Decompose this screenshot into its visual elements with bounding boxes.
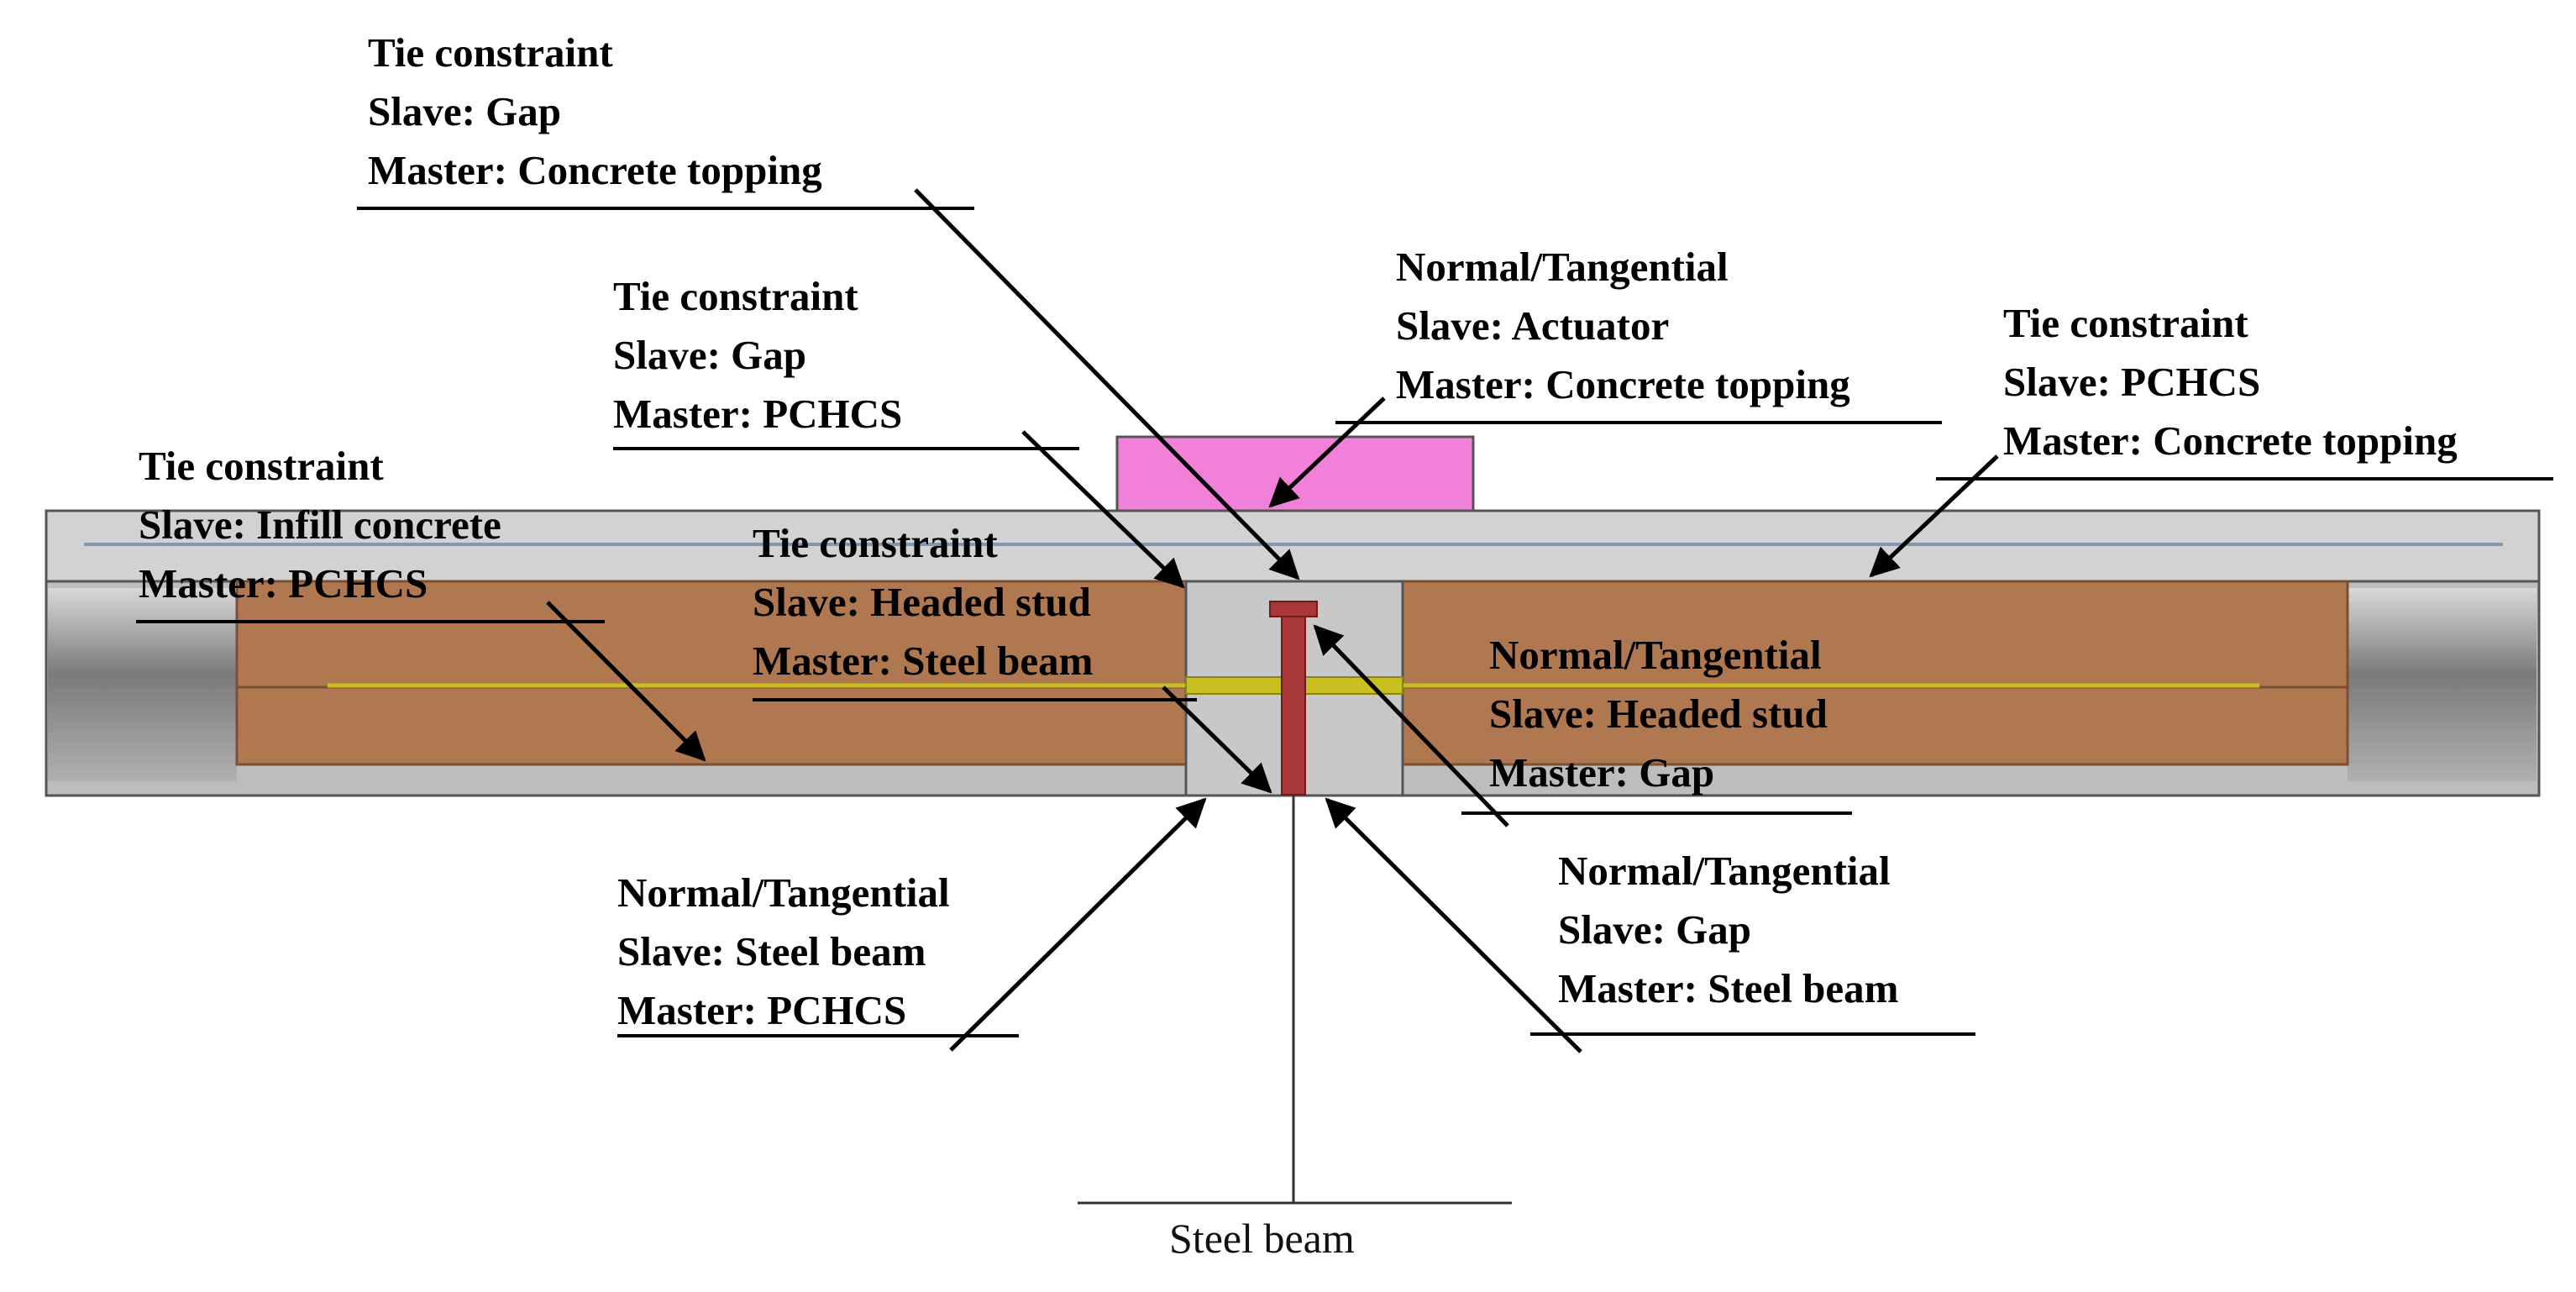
- annotation-line: Slave: Gap: [1558, 906, 1752, 953]
- annotation-stud-beam-tie: Tie constraint Slave: Headed stud Master…: [753, 514, 1093, 691]
- pchcs-right: [1401, 580, 2349, 766]
- annotation-line: Master: Concrete topping: [368, 147, 822, 193]
- annotation-line: Normal/Tangential: [1558, 848, 1891, 894]
- pchcs-left: [235, 580, 1188, 766]
- annotation-line: Slave: Gap: [613, 332, 807, 378]
- annotation-line: Master: Gap: [1489, 749, 1715, 796]
- annotation-line: Master: PCHCS: [617, 987, 907, 1033]
- annotation-line: Slave: Headed stud: [753, 579, 1091, 625]
- arrow-7: [1313, 624, 1509, 827]
- annotation-gap-pchcs-tie: Tie constraint Slave: Gap Master: PCHCS: [613, 267, 902, 444]
- arrow-4: [1869, 454, 1999, 578]
- annotation-line: Master: Concrete topping: [1396, 361, 1850, 407]
- arrow-1: [914, 188, 1300, 580]
- annotation-line: Master: Steel beam: [1558, 965, 1899, 1011]
- annotation-gap-topping-tie: Tie constraint Slave: Gap Master: Concre…: [368, 24, 822, 200]
- arrow-5: [546, 601, 706, 762]
- headed-stud-shank: [1281, 616, 1306, 796]
- slab-end-right: [2348, 588, 2537, 781]
- annotation-underlines: [136, 207, 2553, 1037]
- arrow-6: [1162, 685, 1272, 794]
- annotation-actuator-topping-contact: Normal/Tangential Slave: Actuator Master…: [1396, 238, 1850, 414]
- arrow-9: [1325, 797, 1582, 1053]
- annotation-line: Slave: PCHCS: [2003, 359, 2261, 405]
- annotation-stud-gap-contact: Normal/Tangential Slave: Headed stud Mas…: [1489, 626, 1828, 802]
- headed-stud-head: [1269, 601, 1318, 617]
- annotation-line: Normal/Tangential: [1489, 632, 1822, 678]
- annotation-pchcs-topping-tie: Tie constraint Slave: PCHCS Master: Conc…: [2003, 294, 2458, 470]
- annotation-line: Tie constraint: [753, 520, 998, 566]
- annotation-line: Tie constraint: [2003, 300, 2248, 346]
- annotation-line: Master: PCHCS: [613, 391, 903, 437]
- slab-end-left: [48, 588, 237, 781]
- annotation-line: Slave: Headed stud: [1489, 691, 1828, 737]
- annotation-beam-pchcs-contact: Normal/Tangential Slave: Steel beam Mast…: [617, 864, 950, 1040]
- annotation-line: Master: PCHCS: [139, 560, 428, 607]
- annotation-line: Normal/Tangential: [1396, 244, 1729, 290]
- steel-beam-label: Steel beam: [1169, 1215, 1355, 1262]
- arrow-8: [949, 797, 1207, 1052]
- annotation-line: Master: Concrete topping: [2003, 418, 2458, 464]
- annotation-gap-beam-contact: Normal/Tangential Slave: Gap Master: Ste…: [1558, 842, 1898, 1018]
- annotation-line: Slave: Infill concrete: [139, 502, 501, 548]
- arrow-3: [1268, 397, 1386, 508]
- annotation-line: Slave: Gap: [368, 88, 562, 134]
- annotation-line: Tie constraint: [613, 273, 858, 319]
- annotation-line: Master: Steel beam: [753, 638, 1094, 684]
- annotation-line: Tie constraint: [368, 29, 613, 76]
- annotation-line: Tie constraint: [139, 443, 384, 489]
- annotation-arrows: [546, 188, 1999, 1053]
- annotation-infill-pchcs-tie: Tie constraint Slave: Infill concrete Ma…: [139, 437, 501, 613]
- annotation-line: Slave: Actuator: [1396, 302, 1670, 349]
- annotation-line: Normal/Tangential: [617, 869, 950, 916]
- arrow-2: [1021, 430, 1185, 589]
- annotation-line: Slave: Steel beam: [617, 928, 926, 974]
